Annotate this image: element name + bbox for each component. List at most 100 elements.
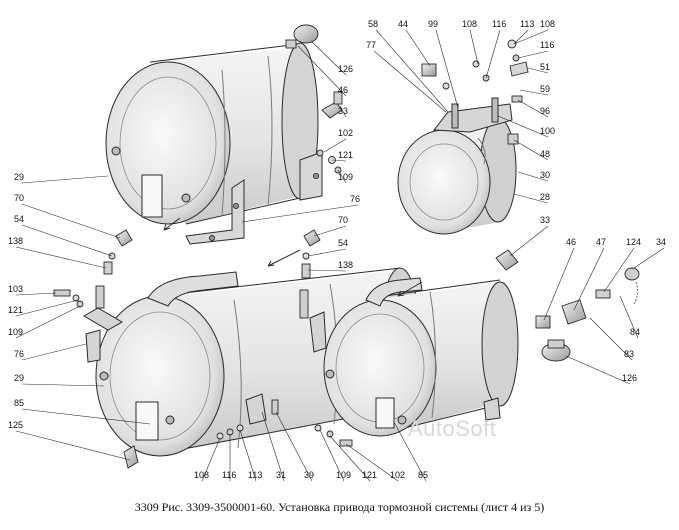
leader-line (241, 204, 359, 223)
callout-label-121: 121 (338, 150, 353, 160)
leader-line (485, 29, 501, 79)
leader-line (373, 50, 447, 113)
leader-line (261, 411, 285, 482)
assembly-arrows (163, 217, 423, 297)
callout-label-31: 31 (276, 470, 286, 480)
callout-label-103: 103 (8, 284, 23, 294)
leader-line (21, 343, 87, 361)
leader-line (573, 247, 605, 311)
callout-label-54: 54 (338, 238, 348, 248)
callout-label-125: 125 (8, 420, 23, 430)
callout-label-108: 108 (462, 19, 477, 29)
callout-label-59: 59 (540, 84, 550, 94)
leader-line (589, 317, 633, 361)
callout-label-47: 47 (596, 237, 606, 247)
leader-line (509, 225, 549, 257)
callout-label-77: 77 (366, 40, 376, 50)
callout-label-76: 76 (350, 194, 360, 204)
leader-line (21, 224, 113, 257)
callout-label-28: 28 (540, 192, 550, 202)
leader-line (603, 247, 635, 293)
callout-label-70: 70 (14, 193, 24, 203)
callout-labels: 126 46 33 102 121 109 76 70 54 138 29 70 54 138 103 121… (8, 19, 666, 482)
leader-line (15, 430, 131, 461)
callout-label-126: 126 (338, 64, 353, 74)
callout-label-39: 39 (304, 470, 314, 480)
leader-line (15, 292, 57, 296)
callout-label-138: 138 (8, 236, 23, 246)
callout-label-44: 44 (398, 19, 408, 29)
callout-label-96: 96 (540, 106, 550, 116)
callout-label-29: 29 (14, 172, 24, 182)
leader-line (405, 29, 431, 67)
callout-label-121: 121 (8, 305, 23, 315)
callout-label-113: 113 (520, 19, 534, 29)
callout-label-121: 121 (362, 470, 377, 480)
leader-line (345, 443, 399, 482)
receiver-top-right (397, 97, 517, 235)
callout-label-54: 54 (14, 214, 24, 224)
leader-line (527, 67, 549, 74)
receiver-bottom-right (309, 277, 519, 437)
leader-line (15, 305, 81, 339)
leader-line (619, 295, 639, 339)
leader-line (393, 421, 427, 482)
leader-line (307, 248, 347, 257)
leader-line (323, 138, 347, 153)
leader-line (319, 429, 345, 482)
leader-line (513, 29, 529, 45)
leader-line (331, 159, 347, 162)
leader-line (15, 246, 107, 269)
callout-label-102: 102 (338, 128, 353, 138)
callout-label-70: 70 (338, 215, 348, 225)
leader-line (375, 29, 449, 113)
leader-line (15, 299, 79, 317)
callout-label-124: 124 (626, 237, 641, 247)
leader-line (435, 29, 459, 109)
leader-line (201, 437, 221, 482)
leader-line (307, 269, 347, 272)
leader-line (513, 29, 549, 45)
callout-label-116: 116 (540, 40, 554, 50)
callout-label-33: 33 (338, 106, 348, 116)
leader-line (329, 435, 371, 482)
callout-label-85: 85 (418, 470, 428, 480)
callout-label-33: 33 (540, 215, 550, 225)
leader-line (339, 105, 347, 118)
leader-line (337, 169, 347, 184)
leader-line (517, 99, 549, 118)
leader-line (513, 139, 549, 161)
leader-line (517, 50, 549, 59)
leader-line (513, 193, 549, 204)
callout-label-83: 83 (624, 349, 634, 359)
callout-label-34: 34 (656, 237, 666, 247)
leader-line (297, 45, 347, 97)
callout-label-109: 109 (338, 172, 353, 182)
callout-label-29: 29 (14, 373, 24, 383)
leader-line (313, 225, 347, 237)
callout-label-51: 51 (540, 62, 550, 72)
leader-line (469, 29, 479, 65)
leader-line (239, 429, 257, 482)
leader-line (21, 203, 121, 239)
callout-label-46: 46 (338, 85, 348, 95)
callout-label-108: 108 (194, 470, 209, 480)
leader-line (497, 115, 549, 138)
callout-label-85: 85 (14, 398, 24, 408)
callout-label-100: 100 (540, 126, 555, 136)
callout-label-76: 76 (14, 349, 24, 359)
leader-line (633, 247, 665, 269)
callout-label-58: 58 (368, 19, 378, 29)
leader-line (565, 355, 631, 385)
callout-label-108: 108 (540, 19, 555, 29)
receiver-top-left (105, 42, 323, 245)
callout-label-109: 109 (336, 470, 351, 480)
leader-line (21, 383, 105, 387)
leader-line (517, 171, 549, 182)
callout-label-126: 126 (622, 373, 637, 383)
watermark: AutoSoft (408, 416, 497, 441)
callout-label-138: 138 (338, 260, 353, 270)
leader-line (21, 408, 151, 425)
